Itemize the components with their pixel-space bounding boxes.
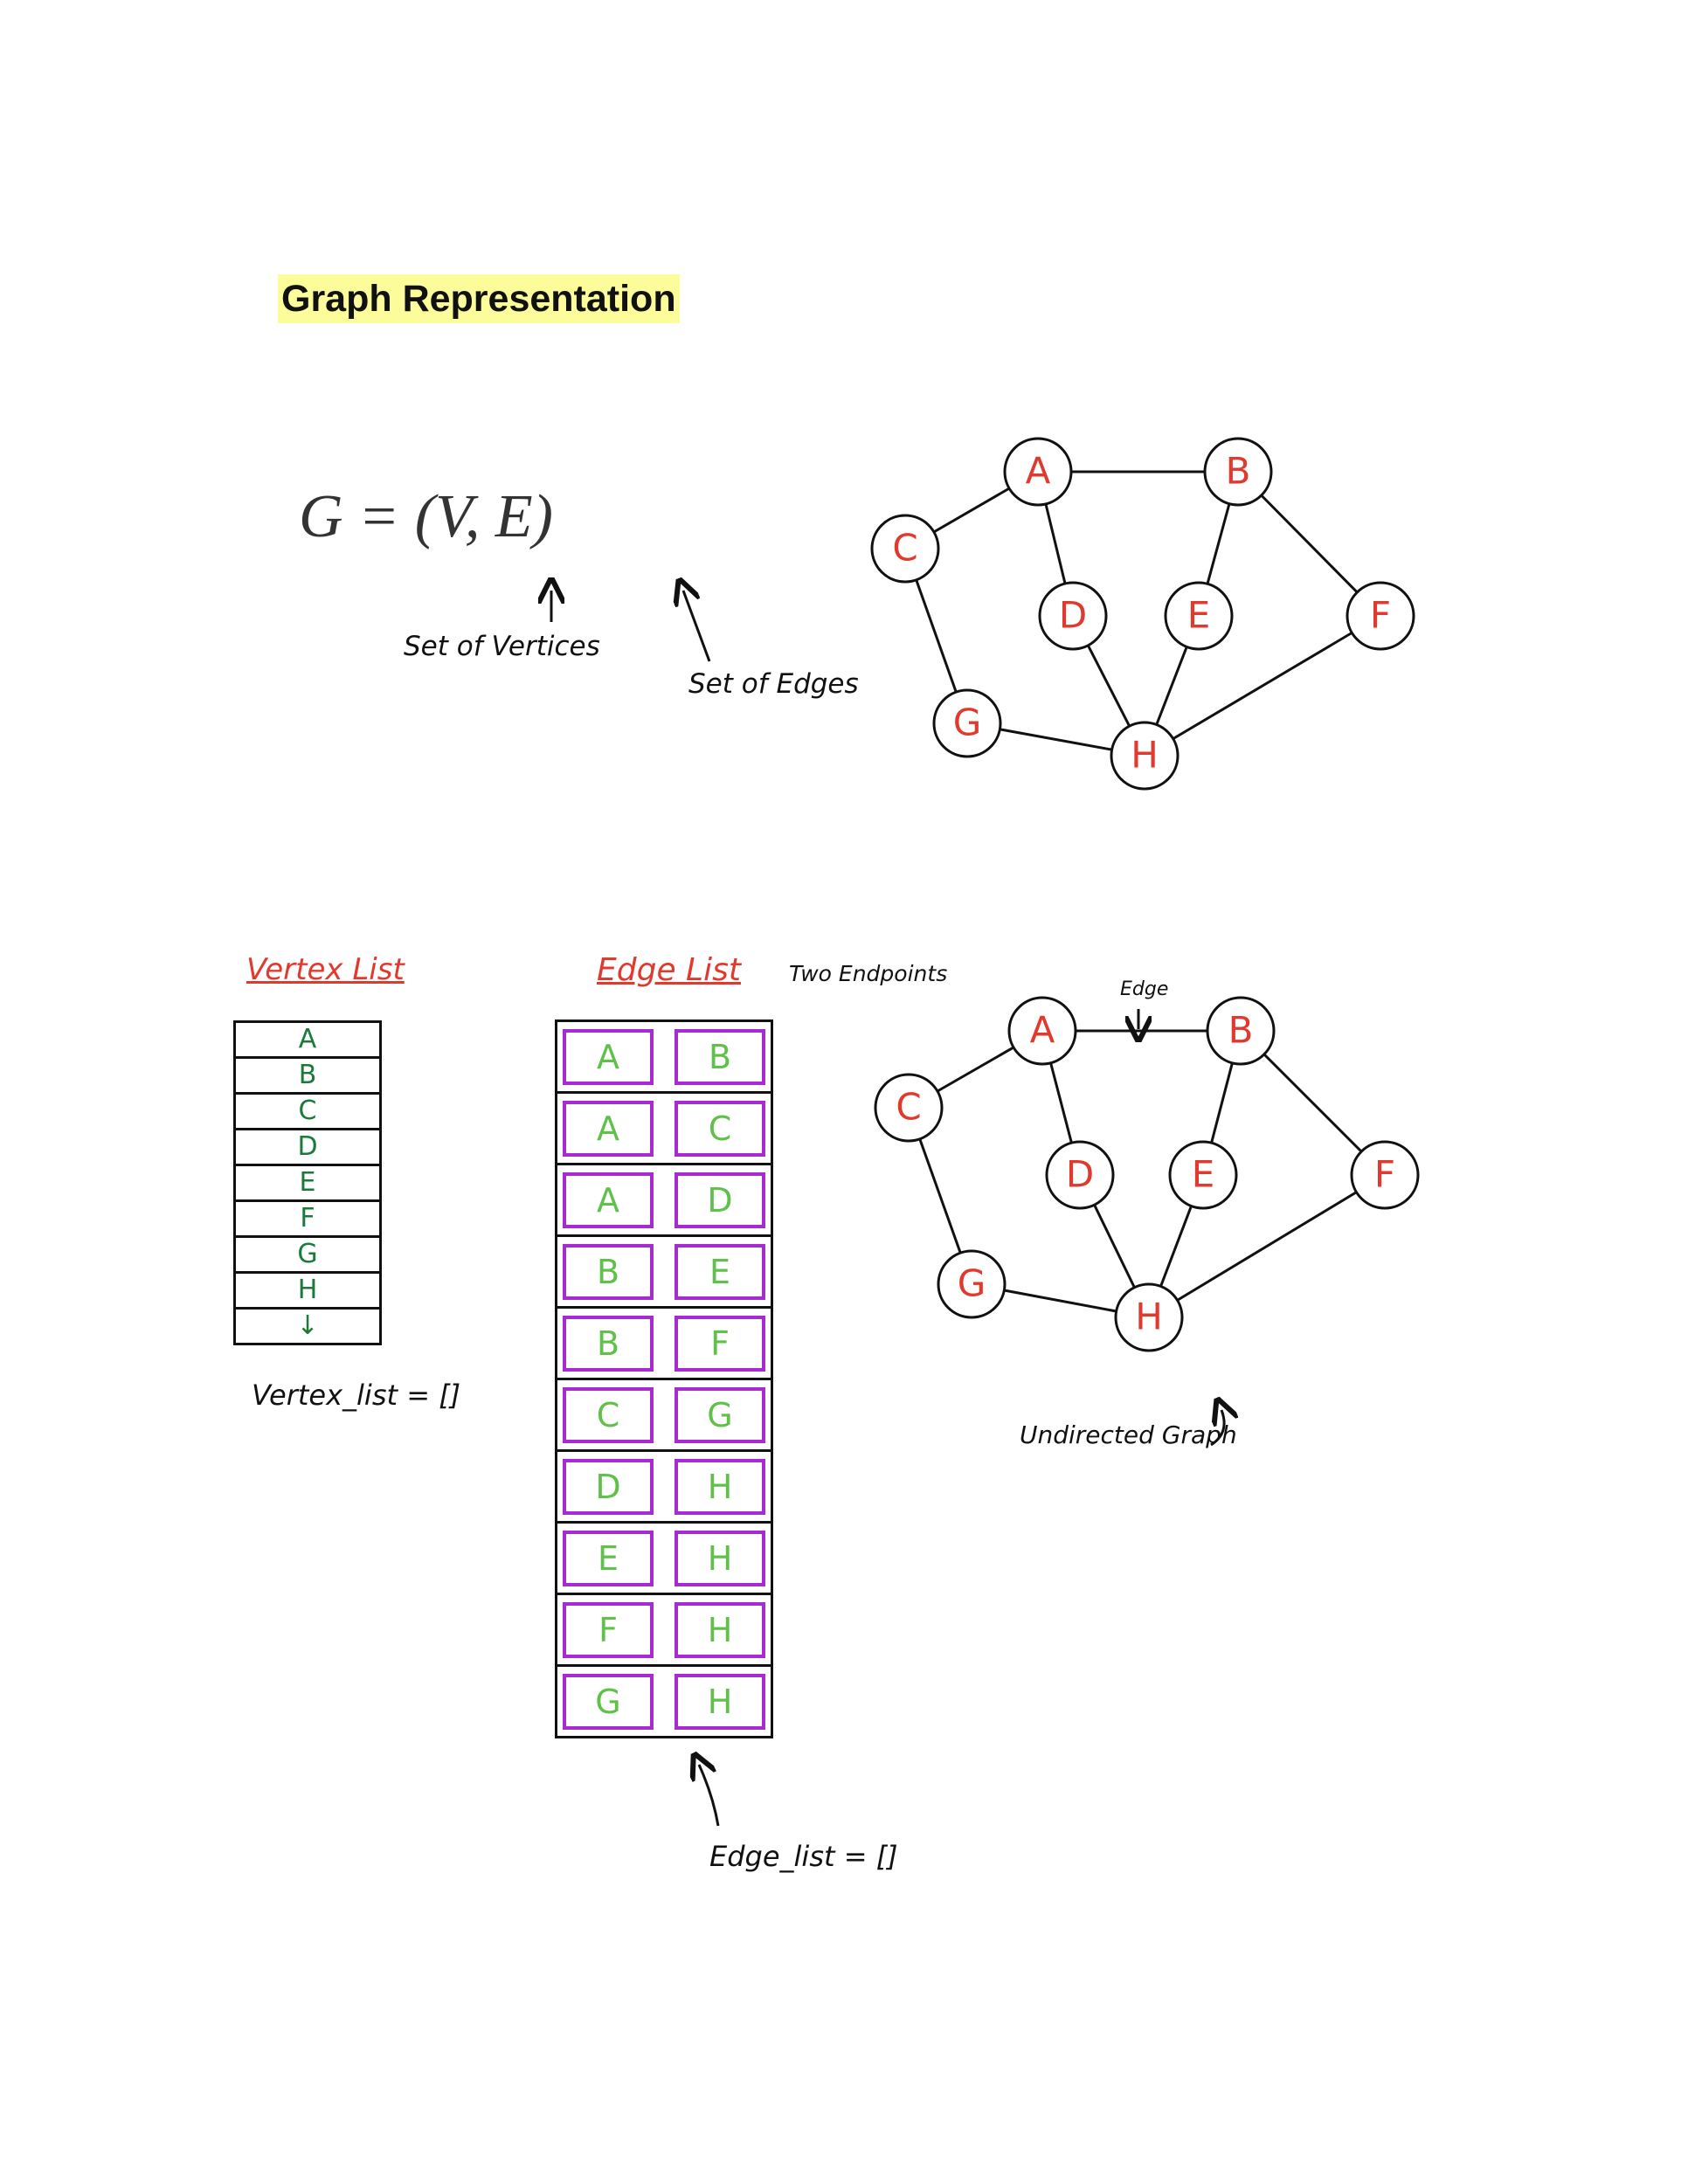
vertex-list-cell: H: [236, 1274, 379, 1310]
edge-endpoint-cell: B: [563, 1315, 654, 1372]
graph-node-label: F: [1370, 594, 1391, 637]
graph-node-label: C: [892, 527, 917, 570]
vertices-label: Set of Vertices: [404, 631, 600, 662]
edge-endpoint-cell: H: [675, 1530, 765, 1586]
graph-node-G: [937, 1249, 1007, 1319]
graph-node-F: [1350, 1140, 1420, 1210]
edge-endpoint-cell: C: [675, 1100, 765, 1157]
graph-node-C: [874, 1073, 944, 1143]
edge-endpoint-cell: D: [675, 1171, 765, 1228]
edge-list-code: Edge_list = []: [709, 1840, 898, 1873]
page-title: Graph Representation: [278, 274, 680, 323]
graph-node-E: [1164, 581, 1234, 651]
edge-endpoint-cell: G: [675, 1386, 765, 1443]
edge-endpoint-cell: D: [563, 1458, 654, 1515]
graph-top: A B C D E F G H: [870, 437, 1415, 791]
vertex-list-cell: D: [236, 1130, 379, 1166]
edge-endpoint-cell: A: [563, 1028, 654, 1085]
vertex-list-heading: Vertex List: [246, 952, 405, 987]
vertex-list-cell: B: [236, 1059, 379, 1095]
graph-node-D: [1038, 581, 1108, 651]
vertex-list-cell: C: [236, 1095, 379, 1130]
edge-annotation: Edge: [1120, 978, 1169, 1000]
edge-endpoint-cell: F: [675, 1315, 765, 1372]
graph-node-G: [932, 688, 1002, 758]
graph-node-label: G: [953, 702, 982, 744]
graph-node-label: E: [1187, 594, 1211, 637]
graph-node-F: [1346, 581, 1415, 651]
graph-bottom: A B C D E F G H: [874, 996, 1420, 1352]
graph-node-C: [870, 514, 940, 584]
vertex-list-cell: A: [236, 1023, 379, 1059]
edge-endpoint-cell: B: [675, 1028, 765, 1085]
graph-node-label: A: [1030, 1009, 1055, 1052]
graph-node-D: [1045, 1140, 1115, 1210]
graph-node-B: [1206, 996, 1276, 1066]
graph-node-A: [1003, 437, 1073, 507]
graph-edge-FH: [1148, 1173, 1386, 1319]
edge-endpoint-cell: F: [563, 1601, 654, 1658]
edge-endpoint-cell: H: [675, 1458, 765, 1515]
vertex-list-code: Vertex_list = []: [252, 1379, 461, 1412]
edge-endpoint-cell: C: [563, 1386, 654, 1443]
edge-endpoint-cell: A: [563, 1100, 654, 1157]
undirected-arrow: [1210, 1410, 1224, 1447]
graph-node-H: [1110, 721, 1180, 791]
edge-list-arrow: [699, 1765, 720, 1827]
graph-formula: G = (V, E): [299, 483, 553, 550]
graph-node-label: B: [1228, 1009, 1254, 1052]
graph-node-label: E: [1192, 1153, 1215, 1196]
graph-node-H: [1114, 1282, 1184, 1352]
edge-endpoint-cell: E: [563, 1530, 654, 1586]
graph-node-label: F: [1374, 1153, 1395, 1196]
graph-node-A: [1007, 996, 1077, 1066]
vertex-list-cell: F: [236, 1202, 379, 1238]
graph-node-label: D: [1059, 594, 1087, 637]
graph-node-label: H: [1131, 734, 1159, 777]
edge-list-heading: Edge List: [597, 952, 741, 988]
edges-label: Set of Edges: [688, 668, 859, 700]
two-endpoints-note: Two Endpoints: [789, 961, 948, 986]
edge-endpoint-cell: E: [675, 1243, 765, 1300]
vertex-list-cell: G: [236, 1238, 379, 1274]
undirected-graph-label: Undirected Graph: [1020, 1420, 1237, 1449]
graph-node-label: C: [896, 1086, 921, 1129]
edge-endpoint-cell: B: [563, 1243, 654, 1300]
edge-endpoint-cell: G: [563, 1673, 654, 1730]
graph-node-label: H: [1135, 1296, 1163, 1338]
graph-node-label: B: [1226, 450, 1251, 493]
graph-node-E: [1168, 1140, 1238, 1210]
graph-node-label: G: [958, 1262, 986, 1305]
vertex-list-cell: E: [236, 1166, 379, 1202]
edge-endpoint-cell: H: [675, 1601, 765, 1658]
vertex-list-cell: ↓: [296, 1310, 319, 1341]
edge-endpoint-cell: A: [563, 1171, 654, 1228]
graph-node-label: D: [1066, 1153, 1094, 1196]
edge-endpoint-cell: H: [675, 1673, 765, 1730]
graph-node-B: [1203, 437, 1273, 507]
graph-edge-FH: [1144, 614, 1381, 757]
graph-node-label: A: [1026, 450, 1051, 493]
edges-arrow: [683, 591, 711, 662]
